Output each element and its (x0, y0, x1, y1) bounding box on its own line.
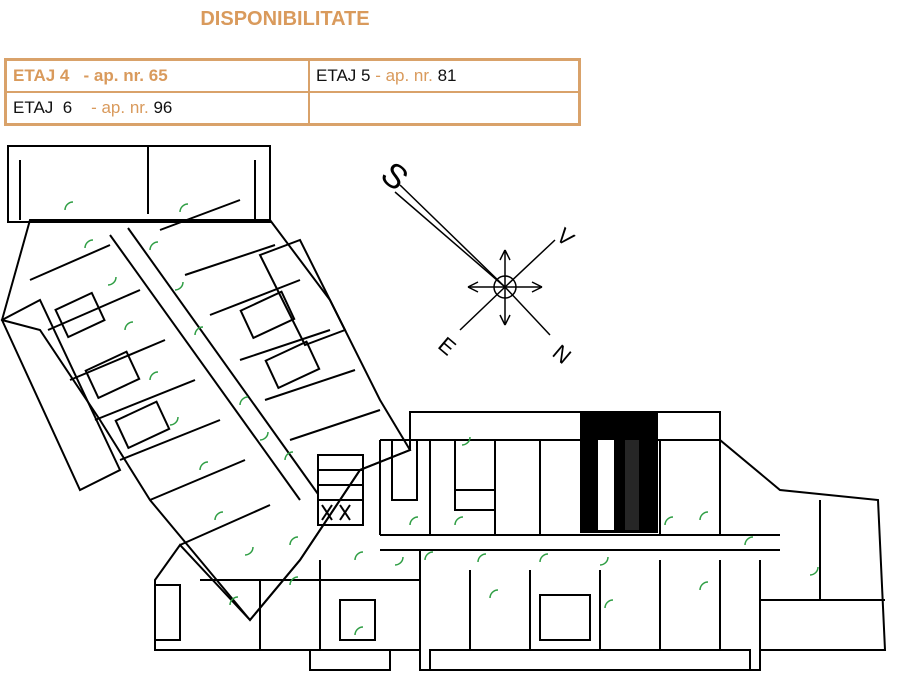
compass-south-label: S (373, 155, 415, 199)
floor-plan: S V E N (0, 145, 887, 671)
table-row: ETAJ 4 - ap. nr. 65 ETAJ 5 - ap. nr. 81 (4, 58, 581, 93)
apartment-prefix: - ap. nr. (72, 98, 154, 117)
availability-cell: ETAJ 5 - ap. nr. 81 (307, 58, 581, 93)
apartment-prefix: - ap. nr. (69, 66, 149, 85)
availability-cell: ETAJ 4 - ap. nr. 65 (4, 58, 310, 93)
apartment-number: 81 (437, 66, 457, 85)
floor-label: ETAJ 5 (315, 66, 371, 85)
page-title: DISPONIBILITATE (200, 8, 370, 30)
compass-east-label: E (433, 332, 460, 361)
compass-north-label: N (548, 340, 576, 369)
compass-rose (394, 184, 556, 336)
availability-table: ETAJ 4 - ap. nr. 65 ETAJ 5 - ap. nr. 81 … (4, 58, 581, 126)
apartment-number: 65 (148, 66, 168, 85)
door-swings (64, 201, 819, 636)
apartment-prefix: - ap. nr. (370, 66, 438, 85)
floor-label: ETAJ 4 (13, 66, 70, 85)
wall-outline (154, 411, 887, 671)
table-row: ETAJ 6 - ap. nr. 96 (4, 91, 581, 126)
wall-outline (7, 145, 271, 223)
availability-cell: ETAJ 6 - ap. nr. 96 (4, 91, 310, 126)
apartment-number: 96 (153, 98, 173, 117)
floor-label: ETAJ 6 (13, 98, 73, 117)
elevator-shaft (580, 413, 658, 533)
compass-west-label: V (552, 223, 580, 252)
availability-cell-empty (307, 91, 581, 126)
